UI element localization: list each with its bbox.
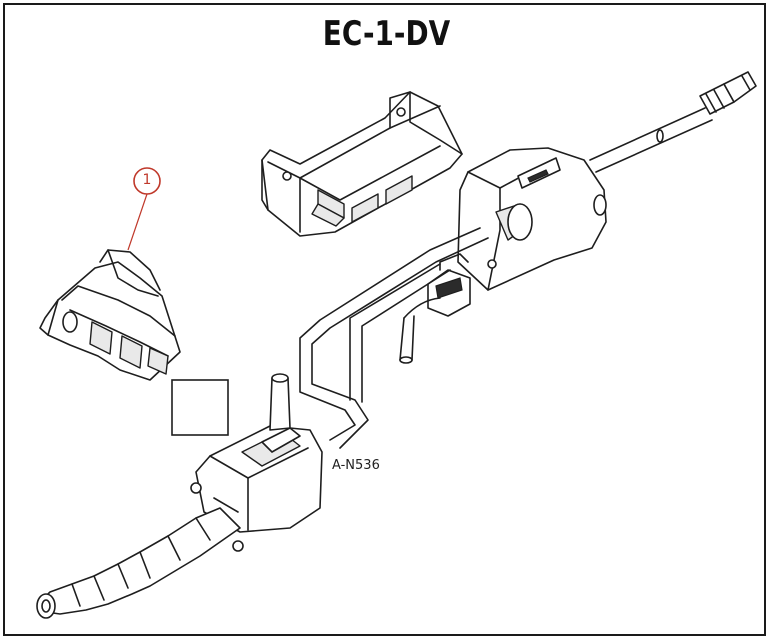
bracket-part [261,91,463,237]
diagram-title: EC-1-DV [322,14,451,54]
part-label-a-n536: A-N536 [332,458,380,473]
callout-number: 1 [142,172,152,188]
clip-part-1 [39,249,181,381]
cable-assembly [36,71,757,619]
empty-part-box [171,379,229,436]
callout-bubble [127,167,161,251]
